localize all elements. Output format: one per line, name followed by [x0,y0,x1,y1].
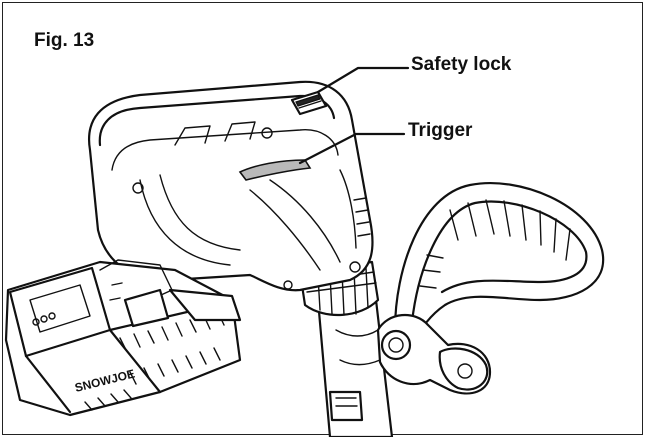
safety-lock-label: Safety lock [411,54,512,75]
trigger-label: Trigger [408,120,473,141]
knob [376,313,492,395]
shaft [316,298,394,437]
trigger-part [238,159,312,181]
safety-lock-part [290,90,328,116]
housing [88,80,374,304]
safety-lock-leader [316,66,410,94]
figure-label: Fig. 13 [34,30,95,51]
trigger-leader [298,132,406,165]
d-handle [393,181,605,342]
battery-pack: SNOWJOE [4,259,242,417]
